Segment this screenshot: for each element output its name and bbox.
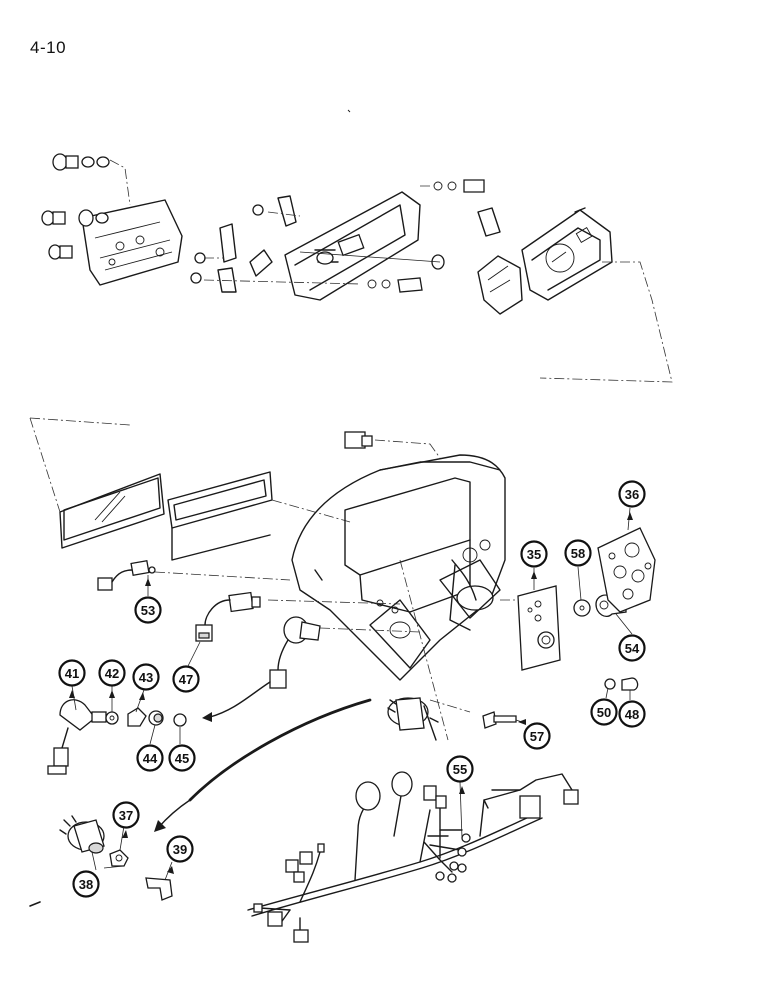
callout-label: 38 [79,877,93,892]
callout-38: 38 [72,870,100,898]
callout-42: 42 [98,659,126,687]
callout-circle [618,700,646,728]
callout-circle [132,663,160,691]
part-35-switch-plate [517,585,561,671]
dash-panel-assembly [29,417,525,741]
callout-circle [72,870,100,898]
callout-43: 43 [132,663,160,691]
callout-37: 37 [112,801,140,829]
detail-arrow [209,681,271,718]
callout-label: 53 [141,603,155,618]
callout-circle [590,698,618,726]
callout-label: 43 [139,670,153,685]
callout-circle [134,596,162,624]
callout-label: 41 [65,666,79,681]
callout-58: 58 [564,539,592,567]
callout-label: 55 [453,762,467,777]
callout-circle [166,835,194,863]
part-44-cap [148,710,164,726]
callout-circle [172,665,200,693]
instrument-cluster-assembly [41,153,673,383]
callout-circle [98,659,126,687]
part-48-bulb [621,677,639,691]
callout-circle [446,755,474,783]
callout-label: 36 [625,487,639,502]
callout-label: 35 [527,547,541,562]
callout-circle [520,540,548,568]
part-58-washer [573,599,591,617]
part-37-nut [109,849,129,867]
part-45-lens [173,713,187,727]
ignition-switch [387,697,439,741]
callout-circle [523,722,551,750]
part-57-bolt [482,711,517,729]
callout-circle [564,539,592,567]
part-39-bracket [145,877,173,901]
lens-glass [59,473,165,549]
callout-41: 41 [58,659,86,687]
callout-leader-arrows [69,512,633,874]
callout-label: 47 [179,672,193,687]
callout-57: 57 [523,722,551,750]
top-switch [344,431,373,449]
callout-label: 39 [173,842,187,857]
callout-53: 53 [134,596,162,624]
callout-layer: 53 47 41 42 43 44 45 35 58 36 54 50 48 57 55 37 38 39 [58,480,646,898]
part-41-bulb-holder [47,699,107,775]
callout-44: 44 [136,744,164,772]
callout-50: 50 [590,698,618,726]
part-53-switch [97,559,156,591]
callout-39: 39 [166,835,194,863]
part-47-switch [195,591,261,642]
callout-leaders [71,507,633,881]
callout-circle [168,744,196,772]
callout-label: 58 [571,546,585,561]
part-42-washer [105,711,119,725]
callout-55: 55 [446,755,474,783]
callout-35: 35 [520,540,548,568]
part-50-washer [604,678,616,690]
callout-label: 54 [625,641,640,656]
bulb-socket [41,153,110,260]
part-43-nut [127,707,147,727]
callout-label: 50 [597,705,611,720]
callout-circle [112,801,140,829]
part-55-wiring-harness [247,771,579,943]
callout-label: 37 [119,808,133,823]
callout-label: 48 [625,707,639,722]
callout-36: 36 [618,480,646,508]
callout-circle [136,744,164,772]
callout-label: 44 [143,751,158,766]
curved-arrow [188,698,372,802]
callout-circle [58,659,86,687]
callout-label: 57 [530,729,544,744]
callout-47: 47 [172,665,200,693]
callout-circle [618,634,646,662]
indicator-switch [269,616,321,689]
page-number: 4-10 [30,38,67,57]
lens-gasket [167,471,273,561]
part-38-switch-body [59,815,105,854]
part-36-cover-plate [597,527,656,613]
callout-48: 48 [618,700,646,728]
callout-label: 45 [175,751,189,766]
callout-circle [618,480,646,508]
callout-54: 54 [618,634,646,662]
callout-label: 42 [105,666,119,681]
callout-45: 45 [168,744,196,772]
